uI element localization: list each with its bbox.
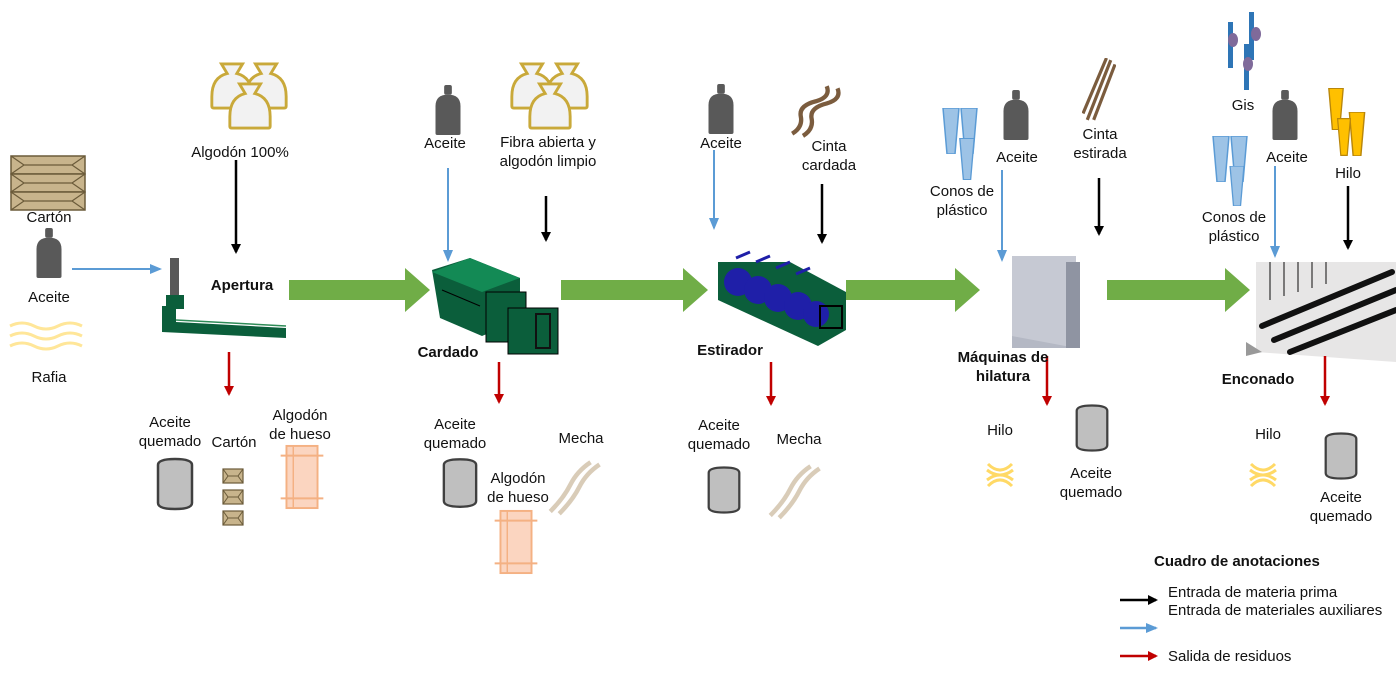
stage-name-estirador: Estirador xyxy=(697,342,763,359)
legend-item-waste: Salida de residuos xyxy=(1168,648,1292,665)
input-label-gis: Gis xyxy=(1231,97,1255,114)
carded-sliver-icon xyxy=(792,86,838,136)
input-label-conos: Conos de plástico xyxy=(1201,209,1267,245)
output-label-algodon-hueso: Algodón de hueso xyxy=(269,407,331,443)
output-label-algodon-hueso: Algodón de hueso xyxy=(487,470,549,506)
roving-mecha-icon xyxy=(770,466,819,518)
output-label-mecha: Mecha xyxy=(558,430,604,447)
plastic-cones-icon xyxy=(942,108,978,180)
flow-arrow-4 xyxy=(1107,268,1250,312)
waste-oil-drum-icon xyxy=(442,458,478,508)
stage-name-cardado: Cardado xyxy=(417,344,479,361)
yarn-icon xyxy=(985,462,1015,488)
carton-stack-icon xyxy=(10,155,86,211)
waste-oil-drum-icon xyxy=(707,466,741,514)
output-label-aceite-quemado: Aceite quemado xyxy=(1309,489,1373,525)
winding-machine-icon xyxy=(1246,262,1396,362)
input-label-carton: Cartón xyxy=(26,209,72,226)
stage-name-enconado: Enconado xyxy=(1221,371,1295,388)
input-label-hilo: Hilo xyxy=(1335,165,1361,182)
oil-bottle-icon xyxy=(1272,90,1298,140)
waste-oil-drum-icon xyxy=(1075,404,1109,452)
flow-arrow-3 xyxy=(846,268,980,312)
legend-title: Cuadro de anotaciones xyxy=(1154,553,1320,570)
rafia-icon xyxy=(9,321,83,351)
stage-cardado xyxy=(432,62,600,575)
process-flow-arrows xyxy=(289,268,1250,312)
legend-item-auxiliary: Entrada de materiales auxiliares xyxy=(1168,602,1383,619)
yarn-cones-icon xyxy=(1328,88,1366,156)
legend-swatches xyxy=(1120,595,1158,661)
chalk-gis-icon xyxy=(1228,12,1261,90)
flow-arrow-1 xyxy=(289,268,430,312)
stage-enconado xyxy=(1212,12,1396,488)
stage-estirador xyxy=(707,84,846,518)
cotton-waste-icon xyxy=(280,444,324,510)
stage-hilatura xyxy=(942,58,1116,488)
carding-machine-icon xyxy=(432,258,559,355)
output-label-carton: Cartón xyxy=(211,434,257,451)
yarn-icon xyxy=(1248,462,1278,488)
output-label-aceite-quemado: Aceite quemado xyxy=(138,414,202,450)
drawn-sliver-icon xyxy=(1082,58,1116,122)
output-label-mecha: Mecha xyxy=(776,431,822,448)
output-label-aceite-quemado: Aceite quemado xyxy=(687,417,751,453)
cotton-waste-icon xyxy=(494,509,538,575)
output-label-aceite-quemado: Aceite quemado xyxy=(1059,465,1123,501)
oil-bottle-icon xyxy=(1003,90,1029,140)
input-label-rafia: Rafia xyxy=(31,369,67,386)
opening-machine-icon xyxy=(162,258,287,338)
output-label-aceite-quemado: Aceite quemado xyxy=(423,416,487,452)
drawing-frame-icon xyxy=(718,250,846,346)
stage-name-apertura: Apertura xyxy=(210,277,274,294)
plastic-cones-icon xyxy=(1212,136,1248,206)
output-label-hilo: Hilo xyxy=(1255,426,1281,443)
stage-name-hilatura: Máquinas de hilatura xyxy=(957,349,1049,385)
input-label-aceite: Aceite xyxy=(424,135,466,152)
flow-arrow-2 xyxy=(561,268,708,312)
input-label-aceite: Aceite xyxy=(28,289,70,306)
legend-item-raw-material: Entrada de materia prima xyxy=(1168,584,1338,601)
oil-bottle-icon xyxy=(435,85,461,135)
input-label-aceite: Aceite xyxy=(700,135,742,152)
input-label-aceite: Aceite xyxy=(1266,149,1308,166)
input-label-fibra: Fibra abierta y algodón limpio xyxy=(499,134,597,170)
waste-oil-drum-icon xyxy=(1324,432,1358,480)
oil-bottle-icon xyxy=(708,84,734,134)
stage-apertura xyxy=(9,62,324,526)
input-label-aceite: Aceite xyxy=(996,149,1038,166)
oil-bottle-icon xyxy=(36,228,62,278)
waste-oil-drum-icon xyxy=(156,457,194,511)
input-label-cinta-estirada: Cinta estirada xyxy=(1073,126,1127,162)
carton-boxes-icon xyxy=(222,468,244,526)
spinning-machine-icon xyxy=(1012,256,1080,348)
cotton-bags-icon xyxy=(210,62,288,130)
input-label-cinta-cardada: Cinta cardada xyxy=(801,138,857,174)
output-label-hilo: Hilo xyxy=(987,422,1013,439)
input-label-algodon: Algodón 100% xyxy=(191,144,289,161)
cotton-bags-icon xyxy=(510,62,589,130)
input-label-conos: Conos de plástico xyxy=(929,183,995,219)
